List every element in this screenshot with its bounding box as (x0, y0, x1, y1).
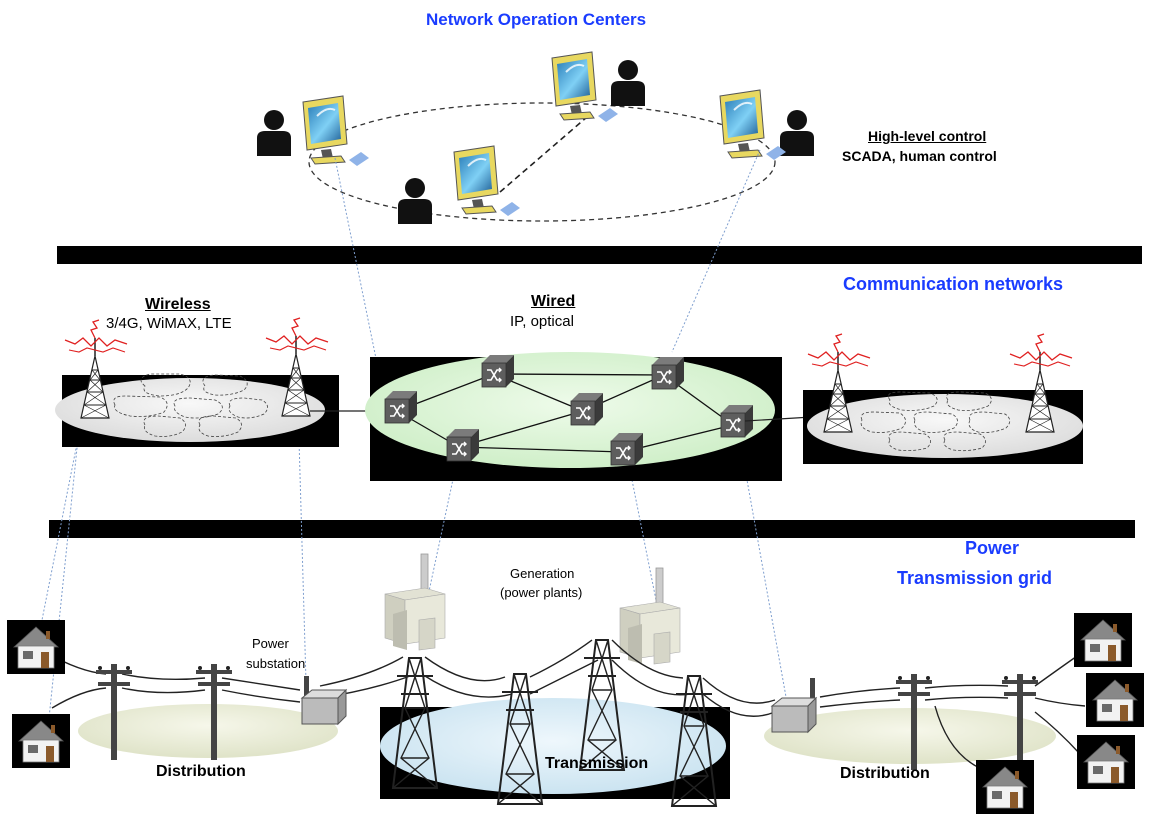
substation-line2: substation (246, 656, 306, 671)
noc-title: Network Operation Centers (426, 10, 647, 29)
operator-person-1 (257, 110, 291, 156)
substation-line1: Power (252, 636, 289, 651)
operator-person-2 (398, 178, 432, 224)
distribution-left-label: Distribution (156, 763, 246, 780)
comm-title: Communication networks (843, 274, 1064, 294)
wired-title: Wired (531, 293, 576, 310)
generation-line2: (power plants) (500, 585, 583, 600)
power-layer-bar (49, 520, 1135, 538)
power-plant-1 (384, 553, 446, 651)
router-7[interactable] (610, 432, 644, 466)
house-2 (11, 713, 71, 769)
distribution-area-right (764, 708, 1056, 764)
generation-line1: Generation (510, 566, 575, 581)
house-6 (975, 759, 1035, 814)
operator-monitor-1[interactable] (302, 95, 370, 167)
router-4[interactable] (570, 392, 604, 426)
house-4 (1085, 672, 1145, 728)
router-6[interactable] (446, 428, 480, 462)
wired-wireless-link (744, 416, 813, 422)
control-subtitle: SCADA, human control (842, 148, 997, 164)
router-2[interactable] (481, 354, 515, 388)
power-lines (44, 639, 1086, 773)
operator-monitor-3[interactable] (551, 51, 619, 123)
operator-person-4 (780, 110, 814, 156)
power-plant-2 (619, 567, 681, 665)
wired-subtitle: IP, optical (510, 313, 574, 330)
router-3[interactable] (651, 356, 685, 390)
house-1 (6, 619, 66, 675)
transmission-label: Transmission (545, 755, 649, 772)
noc-link (499, 116, 588, 193)
house-3 (1073, 612, 1133, 668)
transmission-area (380, 698, 730, 799)
substation-right (771, 697, 817, 733)
operator-monitor-2[interactable] (453, 145, 521, 217)
house-5 (1076, 734, 1136, 790)
distribution-right-label: Distribution (840, 765, 930, 782)
wireless-subtitle: 3/4G, WiMAX, LTE (106, 315, 232, 332)
operator-monitor-4[interactable] (719, 89, 787, 161)
power-title-line2: Transmission grid (897, 568, 1053, 588)
control-title: High-level control (868, 128, 987, 144)
power-title-line1: Power (965, 538, 1020, 558)
distribution-area-left (78, 704, 338, 758)
noc-ring (308, 102, 776, 222)
substation-left (301, 689, 347, 725)
noc-layer-bar (57, 246, 1142, 264)
wireless-title: Wireless (145, 296, 211, 313)
operator-person-3 (611, 60, 645, 106)
router-1[interactable] (384, 390, 418, 424)
